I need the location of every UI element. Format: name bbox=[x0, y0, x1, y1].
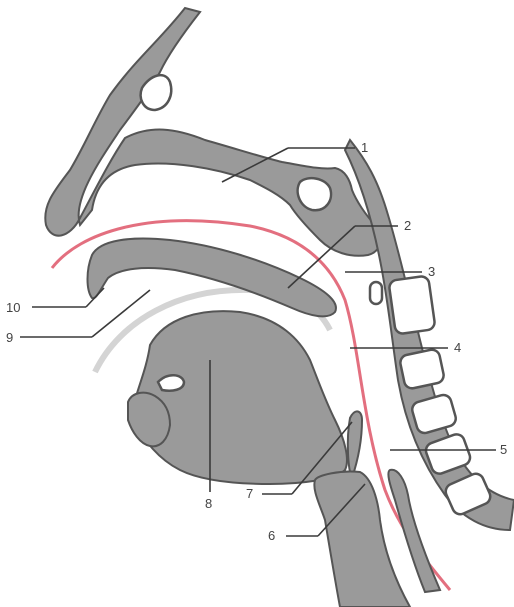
leader-line-9b bbox=[92, 290, 150, 337]
esophagus bbox=[388, 470, 440, 592]
vertebra-c2 bbox=[399, 348, 445, 390]
label-10: 10 bbox=[6, 300, 20, 315]
skull-nasal-outline bbox=[45, 8, 381, 256]
lower-lip-notch bbox=[158, 375, 184, 390]
label-6: 6 bbox=[268, 528, 275, 543]
vertebra-c1 bbox=[388, 275, 435, 334]
label-3: 3 bbox=[428, 264, 435, 279]
label-5: 5 bbox=[500, 442, 507, 457]
sphenoid-sinus bbox=[298, 178, 331, 210]
epiglottis bbox=[348, 411, 362, 478]
label-1: 1 bbox=[361, 140, 368, 155]
label-8: 8 bbox=[205, 496, 212, 511]
label-7: 7 bbox=[246, 486, 253, 501]
label-2: 2 bbox=[404, 218, 411, 233]
atlas-arch bbox=[370, 282, 382, 304]
label-9: 9 bbox=[6, 330, 13, 345]
label-4: 4 bbox=[454, 340, 461, 355]
cervical-spine-column bbox=[345, 140, 514, 530]
tongue bbox=[133, 311, 347, 484]
